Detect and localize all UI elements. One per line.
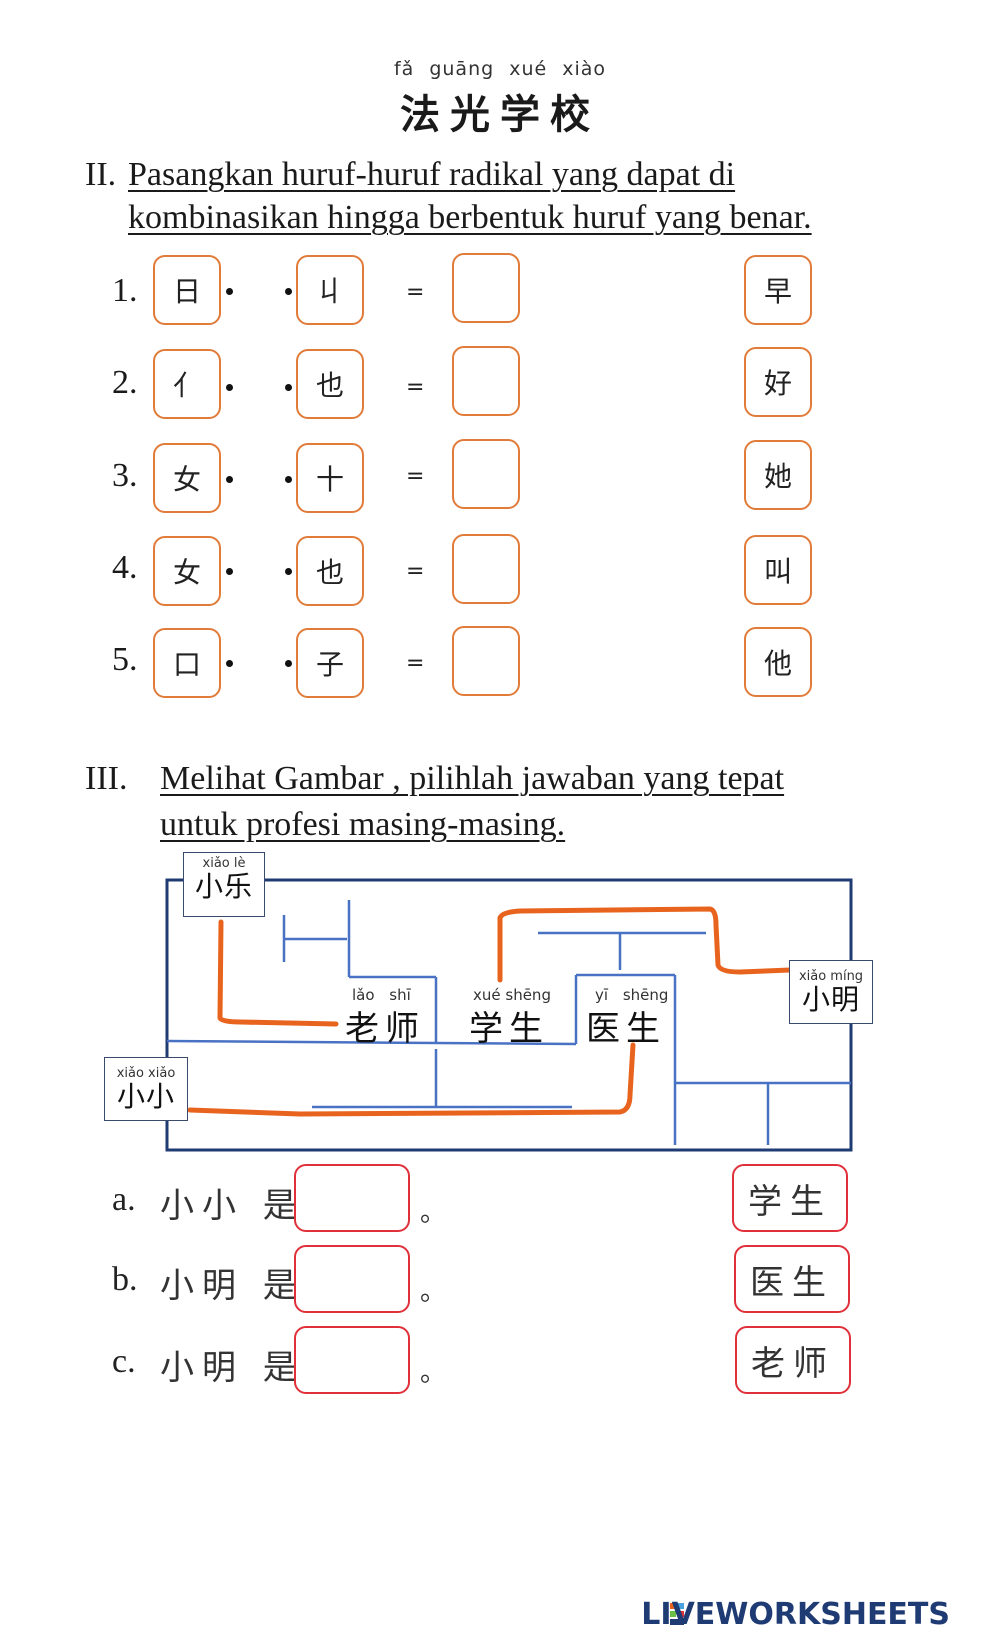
sentence-period: 。 bbox=[420, 1198, 447, 1228]
answer-box[interactable] bbox=[452, 346, 520, 416]
left-radical-box[interactable]: 女 bbox=[153, 443, 221, 513]
match-dot-right[interactable] bbox=[285, 384, 292, 391]
right-radical-box[interactable]: 丩 bbox=[296, 255, 364, 325]
room-pinyin-doctor: yī shēng bbox=[595, 986, 669, 1004]
option-word-box[interactable]: 老师 bbox=[735, 1326, 851, 1394]
equals-sign: = bbox=[406, 559, 425, 584]
match-dot-right[interactable] bbox=[285, 660, 292, 667]
person-pinyin: xiǎo míng bbox=[798, 969, 864, 984]
answer-box[interactable] bbox=[452, 439, 520, 509]
sentence-period: 。 bbox=[420, 1277, 447, 1307]
option-word-box[interactable]: 学生 bbox=[732, 1164, 848, 1232]
room-doctor: 医生 bbox=[586, 1009, 666, 1049]
match-dot-left[interactable] bbox=[226, 660, 233, 667]
equals-sign: = bbox=[406, 375, 425, 400]
map-walls bbox=[166, 900, 851, 1145]
section-3-number: III. bbox=[85, 760, 128, 797]
room-pinyin-student: xué shēng bbox=[473, 986, 551, 1004]
option-word-box[interactable]: 医生 bbox=[734, 1245, 850, 1313]
equals-sign: = bbox=[406, 280, 425, 305]
option-character-box[interactable]: 早 bbox=[744, 255, 812, 325]
left-radical-box[interactable]: 女 bbox=[153, 536, 221, 606]
answer-box[interactable] bbox=[294, 1164, 410, 1232]
footer-brand[interactable]: LIVEWORKSHEETS bbox=[641, 1597, 950, 1632]
left-radical-box[interactable]: 口 bbox=[153, 628, 221, 698]
option-character-box[interactable]: 叫 bbox=[744, 535, 812, 605]
right-radical-box[interactable]: 也 bbox=[296, 536, 364, 606]
left-radical-box[interactable]: 亻 bbox=[153, 349, 221, 419]
option-character-box[interactable]: 她 bbox=[744, 440, 812, 510]
right-radical-box[interactable]: 也 bbox=[296, 349, 364, 419]
match-dot-left[interactable] bbox=[226, 384, 233, 391]
match-dot-left[interactable] bbox=[226, 476, 233, 483]
section-2-instruction-line1: Pasangkan huruf-huruf radikal yang dapat… bbox=[128, 156, 736, 193]
row-number: 4. bbox=[112, 549, 138, 586]
answer-box[interactable] bbox=[452, 534, 520, 604]
section-2-instruction-line2: kombinasikan hingga berbentuk huruf yang… bbox=[128, 199, 812, 236]
question-text: 小明 是 bbox=[160, 1348, 305, 1388]
room-teacher: 老师 bbox=[345, 1009, 425, 1049]
right-radical-box[interactable]: 子 bbox=[296, 628, 364, 698]
person-pinyin: xiǎo xiǎo bbox=[116, 1066, 176, 1081]
option-character-box[interactable]: 好 bbox=[744, 347, 812, 417]
row-number: 1. bbox=[112, 272, 138, 309]
answer-box[interactable] bbox=[294, 1245, 410, 1313]
match-dot-left[interactable] bbox=[226, 568, 233, 575]
person-name: 小乐 bbox=[194, 870, 253, 903]
school-pinyin: fǎ guāng xué xiào bbox=[393, 58, 607, 80]
row-number: 3. bbox=[112, 457, 138, 494]
answer-box[interactable] bbox=[294, 1326, 410, 1394]
liveworksheets-logo-icon bbox=[670, 1603, 684, 1625]
right-radical-box[interactable]: 十 bbox=[296, 443, 364, 513]
question-letter: c. bbox=[112, 1343, 136, 1380]
person-name: 小小 bbox=[116, 1080, 175, 1113]
option-character-box[interactable]: 他 bbox=[744, 627, 812, 697]
question-text: 小小 是 bbox=[160, 1186, 305, 1226]
question-letter: a. bbox=[112, 1181, 136, 1218]
match-dot-right[interactable] bbox=[285, 568, 292, 575]
equals-sign: = bbox=[406, 651, 425, 676]
row-number: 5. bbox=[112, 641, 138, 678]
question-text: 小明 是 bbox=[160, 1266, 305, 1306]
person-name: 小明 bbox=[801, 983, 860, 1016]
person-pinyin: xiǎo lè bbox=[202, 856, 246, 871]
person-label-xiaoxiao: xiǎo xiǎo 小小 bbox=[104, 1057, 188, 1121]
person-label-xiaole: xiǎo lè 小乐 bbox=[183, 852, 265, 917]
school-name: 法光学校 bbox=[400, 92, 600, 138]
room-student: 学生 bbox=[469, 1009, 549, 1049]
left-radical-box[interactable]: 日 bbox=[153, 255, 221, 325]
answer-box[interactable] bbox=[452, 253, 520, 323]
person-label-xiaoming: xiǎo míng 小明 bbox=[789, 960, 873, 1024]
match-dot-right[interactable] bbox=[285, 476, 292, 483]
sentence-period: 。 bbox=[420, 1358, 447, 1388]
equals-sign: = bbox=[406, 464, 425, 489]
question-letter: b. bbox=[112, 1261, 138, 1298]
match-dot-left[interactable] bbox=[226, 288, 233, 295]
section-3-instruction-line1: Melihat Gambar , pilihlah jawaban yang t… bbox=[160, 760, 785, 797]
answer-box[interactable] bbox=[452, 626, 520, 696]
section-3-instruction-line2: untuk profesi masing-masing. bbox=[160, 806, 566, 843]
row-number: 2. bbox=[112, 364, 138, 401]
map-paths bbox=[187, 906, 793, 1117]
room-pinyin-teacher: lǎo shī bbox=[352, 986, 411, 1004]
match-dot-right[interactable] bbox=[285, 288, 292, 295]
section-2-number: II. bbox=[85, 156, 117, 193]
